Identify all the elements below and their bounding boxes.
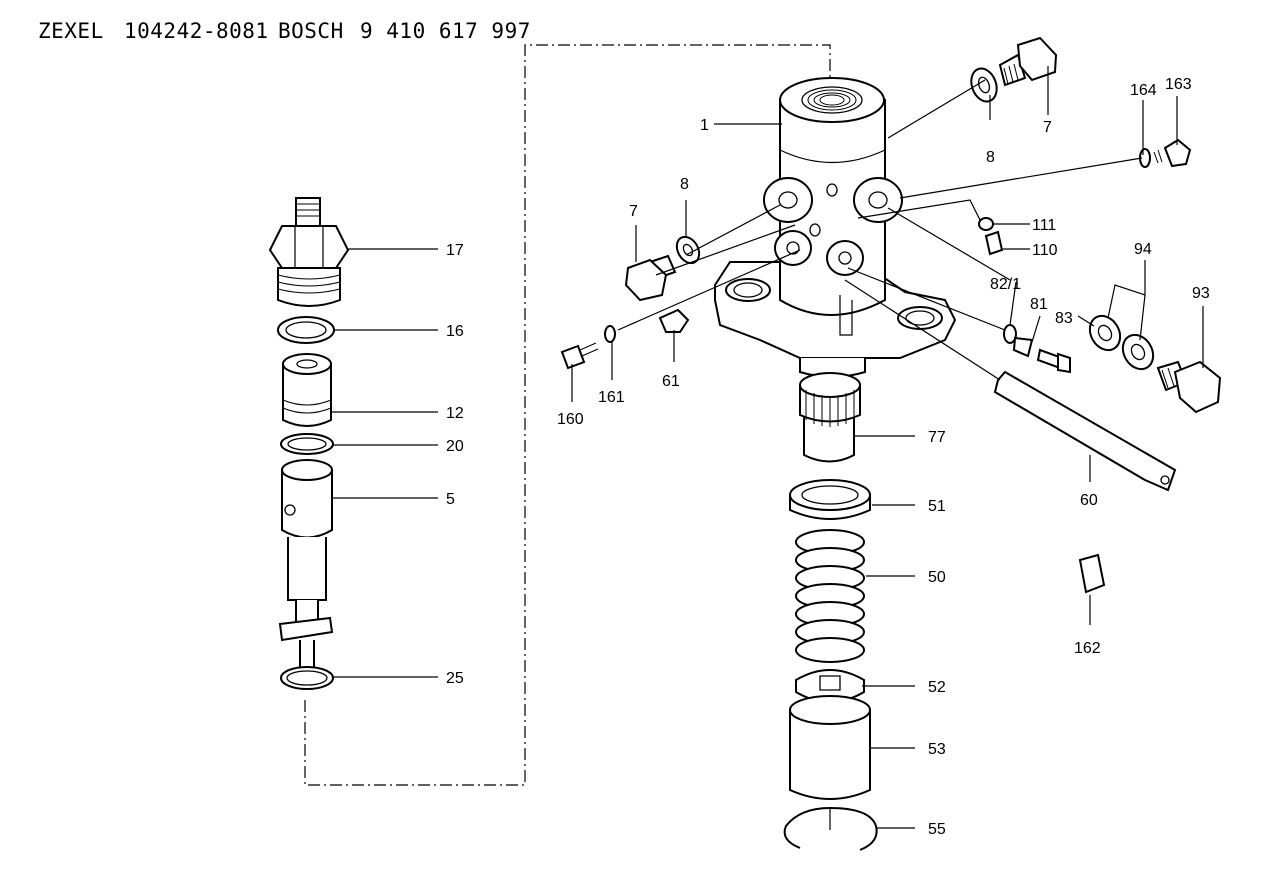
callout-160: 160 xyxy=(557,411,584,428)
barrel-5-drawing xyxy=(278,459,334,669)
header-brand-bosch: BOSCH xyxy=(278,19,344,43)
callout-55: 55 xyxy=(928,821,946,838)
callout-16: 16 xyxy=(446,323,464,340)
callout-111: 111 xyxy=(1032,217,1056,234)
callout-7-top: 7 xyxy=(1043,119,1052,136)
assembly-centerline xyxy=(304,44,831,786)
callout-60: 60 xyxy=(1080,492,1098,509)
plunger-spring-50-drawing xyxy=(795,529,865,663)
nut-111-drawing xyxy=(978,217,994,231)
tappet-53-drawing xyxy=(789,695,871,800)
callout-61: 61 xyxy=(662,373,680,390)
washer-161-drawing xyxy=(604,325,616,343)
leader-lines xyxy=(331,66,1204,829)
callout-163: 163 xyxy=(1165,76,1192,93)
callout-12: 12 xyxy=(446,405,464,422)
callout-53: 53 xyxy=(928,741,946,758)
callout-82-1: 82/1 xyxy=(990,276,1021,293)
plate-81-drawing xyxy=(1012,336,1034,358)
plug-screw-7-left-drawing xyxy=(624,254,677,302)
hollow-screw-93-drawing xyxy=(1156,360,1222,414)
spring-seat-52-drawing xyxy=(795,669,865,703)
snap-ring-55-drawing xyxy=(783,806,878,851)
spring-seat-51-drawing xyxy=(789,479,871,520)
callout-52: 52 xyxy=(928,679,946,696)
callout-17: 17 xyxy=(446,242,464,259)
callout-50: 50 xyxy=(928,569,946,586)
screw-61-drawing xyxy=(658,308,690,333)
header-part-number-zexel: 104242-8081 xyxy=(124,19,269,43)
plug-screw-7-top-drawing xyxy=(998,36,1058,87)
callout-8-top: 8 xyxy=(986,149,995,166)
o-ring-16-drawing xyxy=(277,316,335,344)
callout-labels: 1 7 8 7 8 164 163 111 110 94 93 82/1 81 … xyxy=(446,76,1210,838)
header: ZEXEL 104242-8081 BOSCH 9 410 617 997 xyxy=(38,19,531,43)
callout-1: 1 xyxy=(700,117,709,134)
callout-25: 25 xyxy=(446,670,464,687)
screw-83-drawing xyxy=(1036,348,1071,374)
callout-83: 83 xyxy=(1055,310,1073,327)
delivery-valve-holder-17-drawing xyxy=(268,197,350,307)
callout-77: 77 xyxy=(928,429,946,446)
callout-7-left: 7 xyxy=(629,203,638,220)
washer-8-left-drawing xyxy=(675,235,701,265)
callout-81: 81 xyxy=(1030,296,1048,313)
callout-93: 93 xyxy=(1192,285,1210,302)
washer-94-a-drawing xyxy=(1088,314,1122,352)
header-brand-zexel: ZEXEL xyxy=(38,19,104,43)
callout-5: 5 xyxy=(446,491,455,508)
callout-110: 110 xyxy=(1032,242,1058,259)
ring-25-drawing xyxy=(280,666,334,690)
callout-164: 164 xyxy=(1130,82,1157,99)
screw-110-drawing xyxy=(984,230,1004,256)
control-rod-60-drawing xyxy=(993,370,1177,492)
callout-94: 94 xyxy=(1134,241,1152,258)
callout-51: 51 xyxy=(928,498,946,515)
washer-8-top-drawing xyxy=(970,67,998,103)
washer-94-b-drawing xyxy=(1121,333,1155,371)
ring-20-drawing xyxy=(280,433,334,455)
header-part-number-bosch: 9 410 617 997 xyxy=(360,19,531,43)
delivery-valve-12-drawing xyxy=(282,353,332,427)
key-162-drawing xyxy=(1078,553,1106,594)
screw-160-drawing xyxy=(560,342,599,370)
callout-8-left: 8 xyxy=(680,176,689,193)
callout-161: 161 xyxy=(598,389,625,406)
control-sleeve-77-drawing xyxy=(799,372,861,463)
callout-162: 162 xyxy=(1074,640,1101,657)
pump-housing-drawing xyxy=(714,77,957,378)
callout-20: 20 xyxy=(446,438,464,455)
screw-163-drawing xyxy=(1153,138,1192,168)
